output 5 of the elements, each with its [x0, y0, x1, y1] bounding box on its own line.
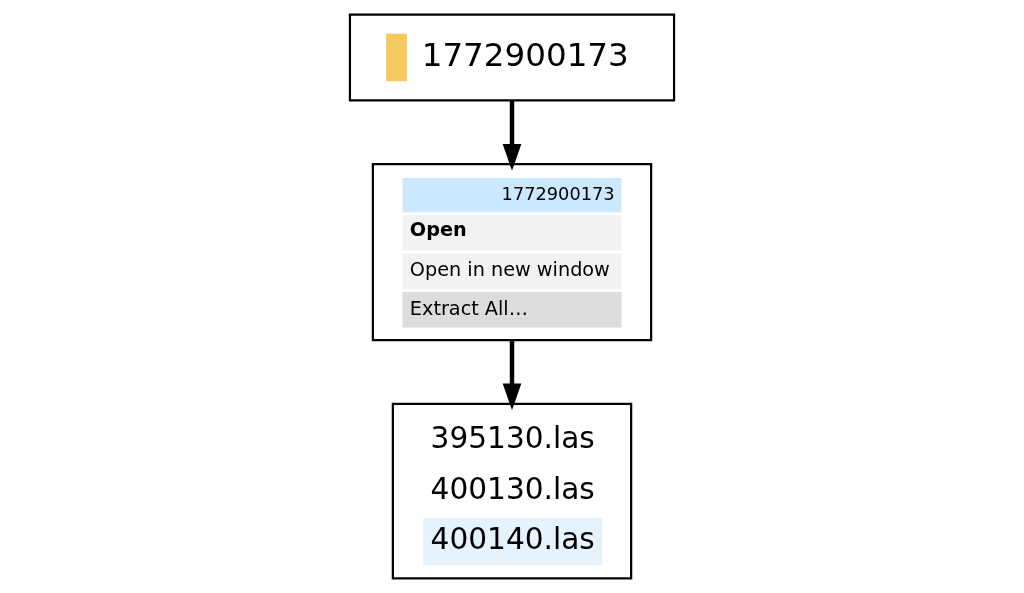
node-box: 1772900173 Open Open in new window Extract All… — [371, 162, 653, 342]
arrow — [502, 340, 522, 411]
node-box: 1772900173 — [348, 13, 676, 102]
arrow — [502, 100, 522, 171]
node-box: 395130.las 400130.las 400140.las — [391, 402, 633, 580]
